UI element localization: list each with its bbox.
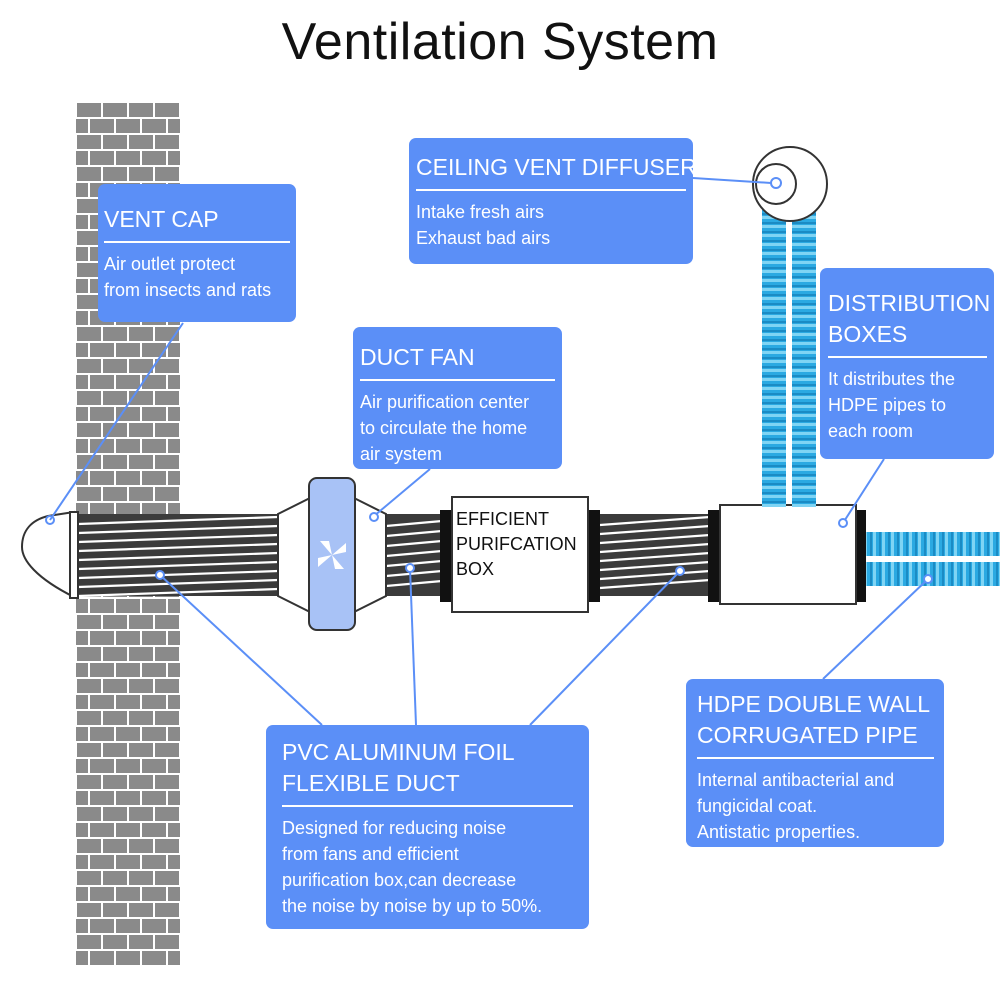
callout-pvc-duct: PVC ALUMINUM FOIL FLEXIBLE DUCT Designed… <box>266 725 589 929</box>
callout-ceiling-vent-diffuser: CEILING VENT DIFFUSER Intake fresh airs … <box>409 138 697 264</box>
distribution-heading: DISTRIBUTION <box>828 290 991 316</box>
duct-fan <box>308 477 356 631</box>
flexible-duct-right <box>598 514 712 596</box>
hdpe-pipe-vertical-2 <box>792 205 816 507</box>
vent-cap-heading: VENT CAP <box>104 206 219 232</box>
page-title: Ventilation System <box>281 13 719 71</box>
flexible-duct-left <box>74 514 280 598</box>
purification-box <box>451 496 589 613</box>
callout-vent-cap: VENT CAP Air outlet protect from insects… <box>98 184 296 322</box>
fan-blades-icon <box>318 541 346 569</box>
leader-lines <box>49 177 929 726</box>
purification-box-label: EFFICIENT PURIFCATION BOX <box>456 509 577 579</box>
flexible-duct-middle <box>384 514 444 596</box>
distribution-box <box>719 504 857 605</box>
callout-duct-fan: DUCT FAN Air purification center to circ… <box>353 327 562 469</box>
pvc-heading: PVC ALUMINUM FOIL <box>282 739 515 765</box>
hdpe-pipe-horizontal-2 <box>866 562 1000 586</box>
callout-hdpe-pipe: HDPE DOUBLE WALL CORRUGATED PIPE Interna… <box>686 679 944 847</box>
callout-distribution-boxes: DISTRIBUTION BOXES It distributes the HD… <box>820 268 994 459</box>
duct-fan-heading: DUCT FAN <box>360 344 475 370</box>
hdpe-pipe-horizontal-1 <box>866 532 1000 556</box>
vent-cap <box>20 510 75 599</box>
hdpe-heading: HDPE DOUBLE WALL <box>697 691 931 717</box>
hdpe-pipe-vertical-1 <box>762 205 786 507</box>
ceiling-heading: CEILING VENT DIFFUSER <box>416 154 697 180</box>
